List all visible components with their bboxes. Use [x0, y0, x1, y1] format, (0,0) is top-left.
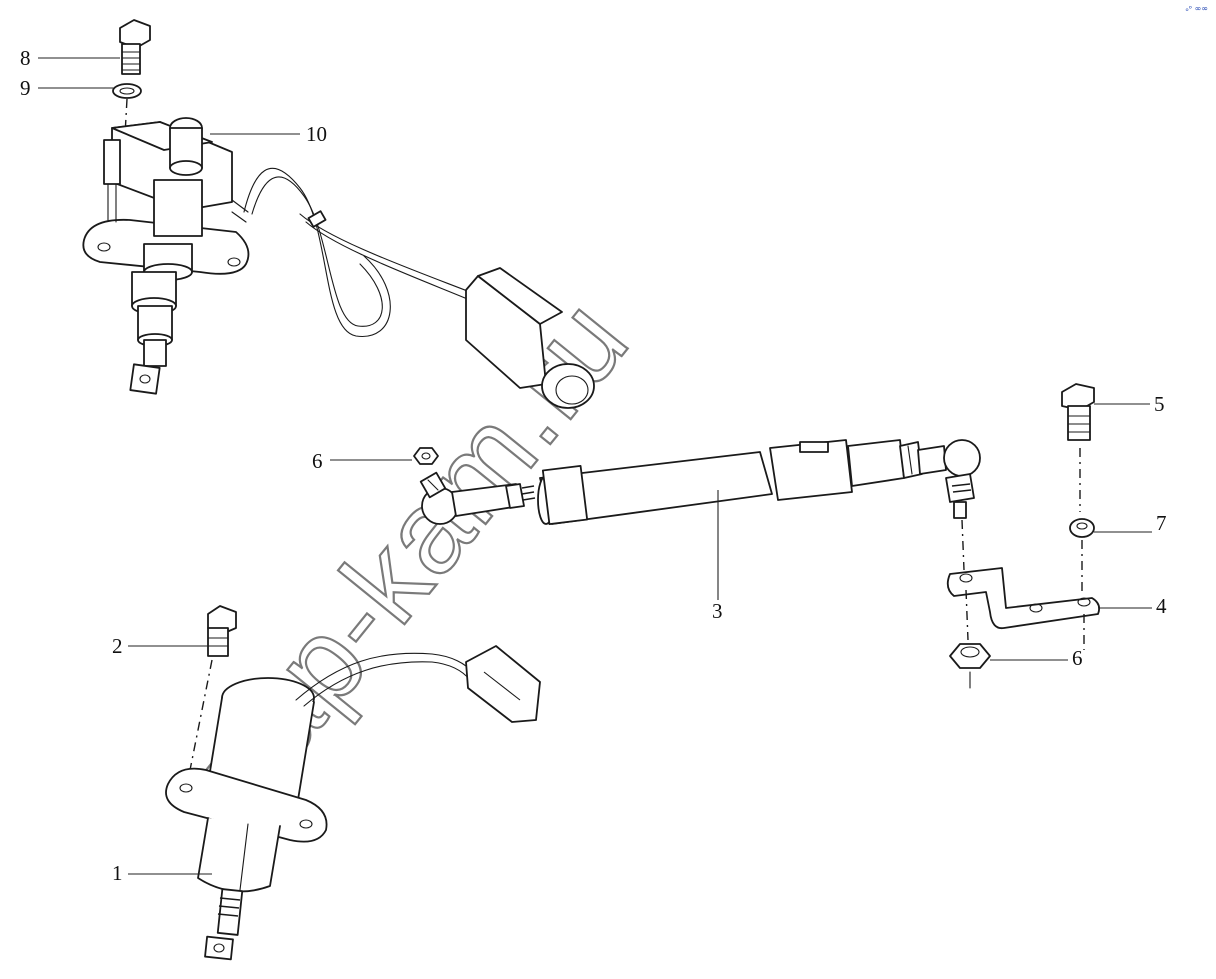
nut-6-right [949, 643, 991, 689]
callout-1: 1 [112, 861, 212, 885]
callout-5: 5 [1094, 392, 1165, 416]
callout-4: 4 [1098, 594, 1167, 618]
svg-text:5: 5 [1154, 392, 1165, 416]
svg-text:4: 4 [1156, 594, 1167, 618]
connector-plug-top [465, 267, 595, 409]
solenoid-1 [165, 677, 328, 961]
callout-8: 8 [20, 46, 120, 70]
svg-text:10: 10 [306, 122, 327, 146]
bolt-2 [207, 605, 237, 657]
bolt-5 [1061, 383, 1095, 441]
callout-6-right: 6 [990, 646, 1083, 670]
svg-text:7: 7 [1156, 511, 1167, 535]
svg-text:8: 8 [20, 46, 31, 70]
callout-6-left: 6 [312, 449, 412, 473]
connector-plug-bottom [465, 645, 541, 723]
control-rod-3 [419, 439, 981, 526]
svg-text:1: 1 [112, 861, 123, 885]
washer-9 [112, 83, 142, 99]
callout-2: 2 [112, 634, 208, 658]
solenoid-10-cable [243, 167, 471, 337]
bolt-8 [119, 19, 151, 75]
svg-text:6: 6 [312, 449, 323, 473]
solenoid-10 [82, 117, 250, 395]
corner-mark: ₒᵒ ∞∞ [1185, 4, 1209, 13]
svg-text:6: 6 [1072, 646, 1083, 670]
bracket-4 [946, 567, 1101, 630]
washer-7 [1069, 518, 1095, 538]
svg-text:2: 2 [112, 634, 123, 658]
nut-6-left [413, 447, 439, 465]
svg-text:9: 9 [20, 76, 31, 100]
callout-3: 3 [712, 490, 723, 623]
svg-text:3: 3 [712, 599, 723, 623]
solenoid-1-cable [295, 652, 473, 707]
callout-7: 7 [1094, 511, 1167, 535]
callout-10: 10 [210, 122, 327, 146]
callout-9: 9 [20, 76, 114, 100]
